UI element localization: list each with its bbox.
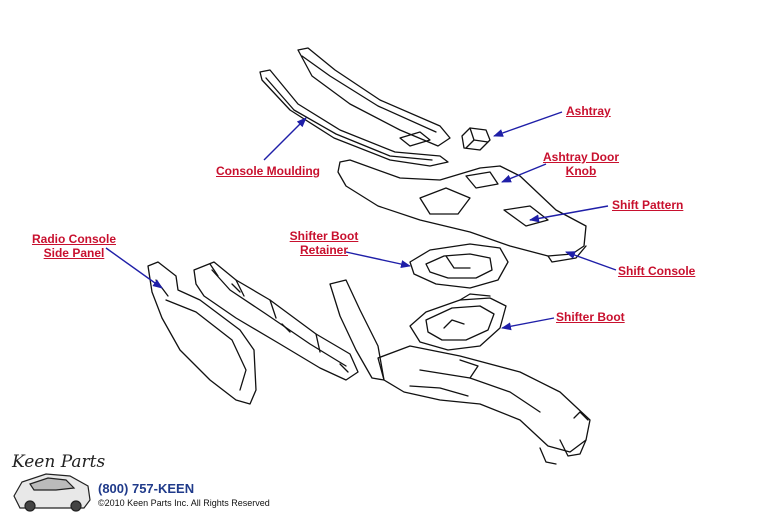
shifter-boot-retainer-arrow: [345, 251, 411, 268]
label-radio-console-line2: Side Panel: [43, 246, 105, 260]
label-ashtray-door-knob-line1: Ashtray Door: [542, 150, 619, 164]
radio-console-side-panel-arrow: [105, 247, 163, 289]
shifter-boot-part: [409, 293, 507, 351]
shifter-boot-retainer-part: [409, 243, 509, 289]
keen-parts-logo: [13, 473, 91, 512]
label-shifter-boot-retainer-line1: Shifter Boot: [289, 229, 359, 243]
shift-console-arrow: [565, 251, 617, 271]
ashtray-part: [461, 127, 491, 151]
shift-pattern-arrow: [529, 205, 609, 223]
logo-text: Keen Parts: [12, 452, 106, 472]
label-shifter-boot-retainer[interactable]: Shifter Boot Retainer: [284, 229, 364, 257]
label-ashtray-door-knob-line2: Knob: [565, 164, 597, 178]
label-ashtray-door-knob[interactable]: Ashtray Door Knob: [540, 150, 622, 178]
ashtray-arrow: [493, 111, 563, 137]
copyright-text: ©2010 Keen Parts Inc. All Rights Reserve…: [98, 498, 270, 508]
label-shifter-boot-retainer-line2: Retainer: [299, 243, 349, 257]
label-ashtray[interactable]: Ashtray: [566, 104, 611, 118]
label-radio-console-side-panel[interactable]: Radio Console Side Panel: [26, 232, 122, 260]
shift-console-part: [337, 159, 587, 263]
console-frame-part: [193, 261, 359, 381]
radio-console-side-panel-part: [147, 261, 257, 405]
label-shift-console[interactable]: Shift Console: [618, 264, 696, 278]
label-radio-console-line1: Radio Console: [31, 232, 116, 246]
label-shift-pattern[interactable]: Shift Pattern: [612, 198, 684, 212]
phone-number[interactable]: (800) 757-KEEN: [98, 481, 195, 496]
floor-tunnel-part: [329, 279, 591, 465]
console-moulding-arrow: [263, 117, 307, 161]
console-moulding-part: [259, 47, 451, 167]
label-shifter-boot[interactable]: Shifter Boot: [556, 310, 625, 324]
ashtray-door-knob-arrow: [501, 163, 547, 183]
label-console-moulding[interactable]: Console Moulding: [216, 164, 320, 178]
shifter-boot-arrow: [501, 317, 555, 331]
